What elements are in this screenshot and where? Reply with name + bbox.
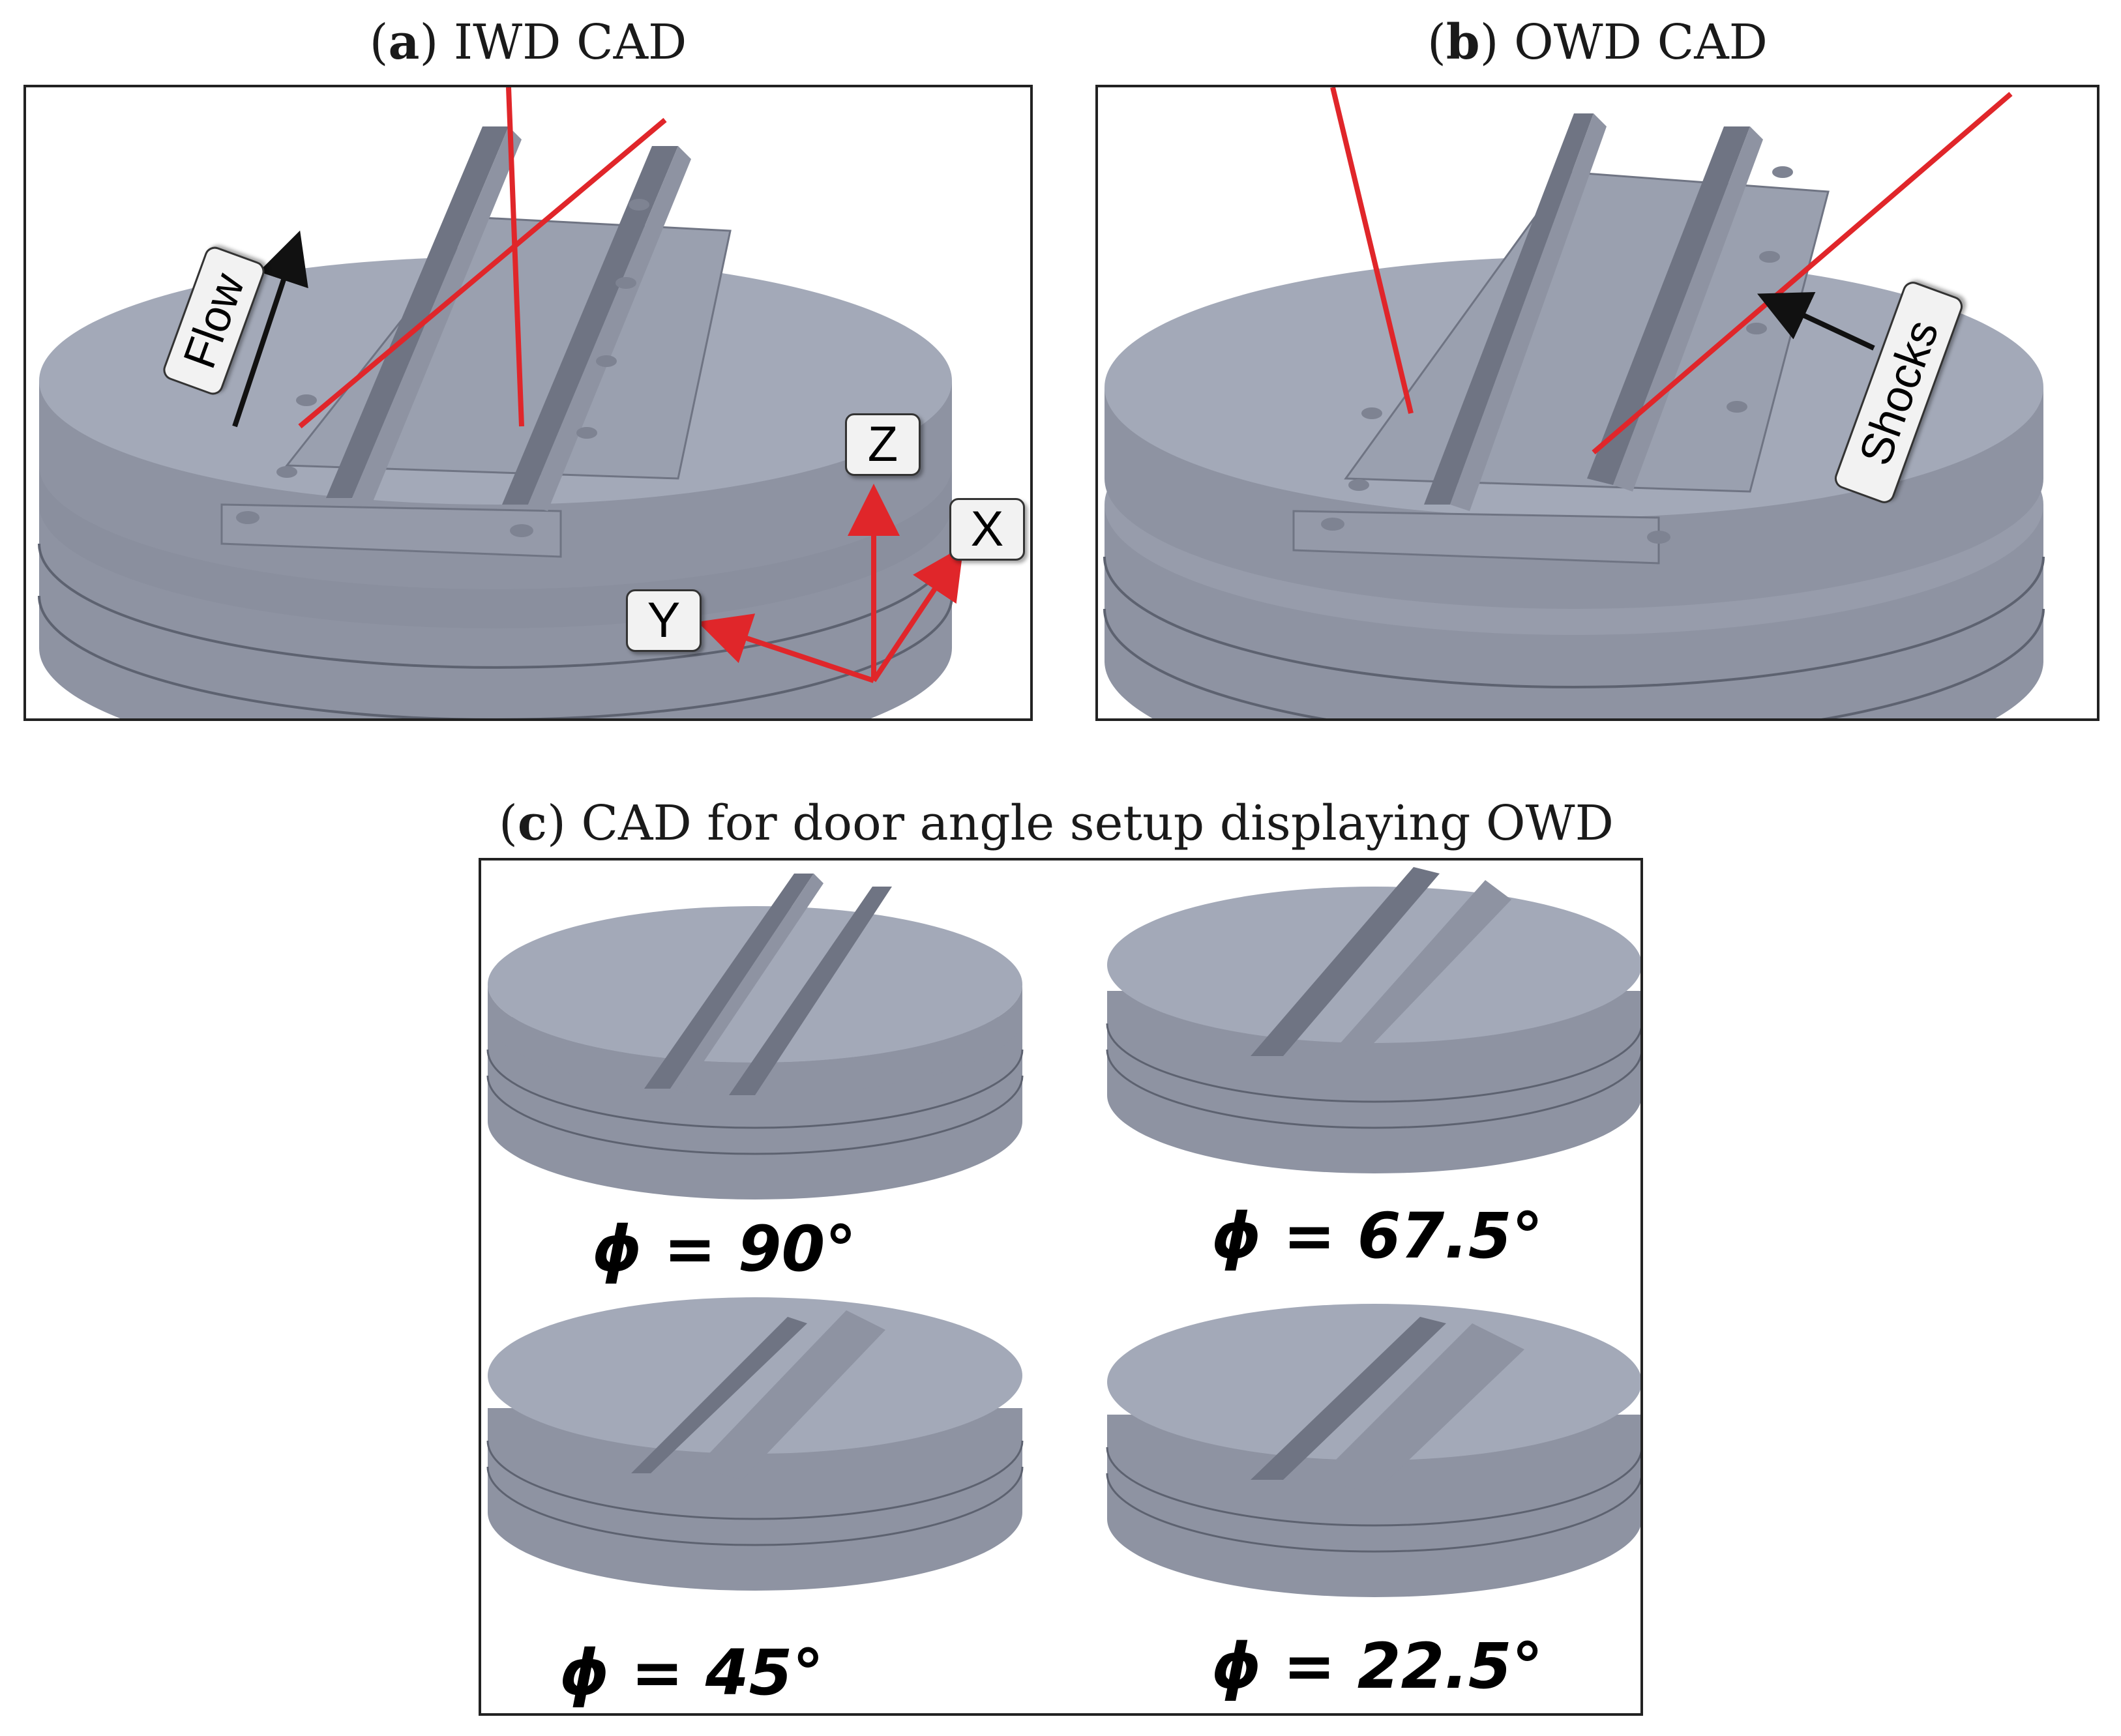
shock-line-2	[1592, 91, 2013, 455]
wedge-door-right	[502, 146, 691, 511]
panel-b-owd-cad: Shocks	[1095, 85, 2099, 721]
iwd-cad-illustration	[38, 87, 964, 718]
disk-phi-45	[486, 1297, 1024, 1591]
front-bracket	[1292, 510, 1660, 565]
disk-phi-90	[486, 874, 1024, 1199]
bolt-holes	[236, 199, 649, 537]
coordinate-axes	[697, 484, 964, 683]
axis-x-label: X	[949, 498, 1025, 561]
axis-z-label: Z	[845, 413, 921, 476]
wedge-door-left	[326, 126, 522, 505]
flow-arrow	[232, 230, 308, 428]
caption-c: (c) CAD for door angle setup displaying …	[499, 795, 1614, 851]
panel-a-iwd-cad: Flow Z X Y	[23, 85, 1033, 721]
axis-y-label: Y	[626, 589, 702, 652]
front-bracket	[220, 503, 562, 558]
angle-label-22-5: ϕ = 22.5°	[1211, 1630, 1543, 1703]
caption-a: (a) IWD CAD	[369, 14, 687, 70]
wedge-door-left	[1424, 113, 1607, 511]
owd-cad-illustration	[1103, 87, 2045, 718]
shock-line-1	[506, 87, 524, 427]
shock-line-2	[298, 117, 667, 429]
shock-line-1	[1330, 87, 1414, 414]
caption-b: (b) OWD CAD	[1427, 14, 1768, 70]
disk-phi-22-5	[1106, 1304, 1640, 1597]
angle-label-45: ϕ = 45°	[559, 1636, 824, 1709]
panel-c-door-angles: ϕ = 90° ϕ = 67.5° ϕ = 45° ϕ = 22.5°	[479, 858, 1643, 1716]
shocks-arrow	[1757, 292, 1875, 351]
angle-label-67-5: ϕ = 67.5°	[1211, 1199, 1543, 1273]
disk-phi-67-5	[1106, 867, 1640, 1173]
angle-label-90: ϕ = 90°	[592, 1213, 857, 1286]
door-angle-illustrations	[486, 867, 1640, 1597]
